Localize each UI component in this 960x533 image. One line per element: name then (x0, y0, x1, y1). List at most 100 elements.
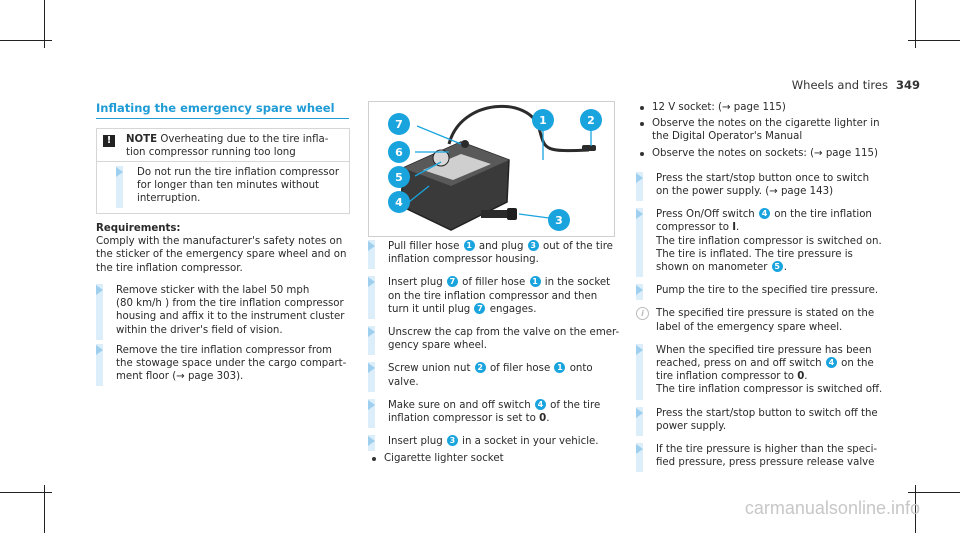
callout-ref: 3 (446, 435, 458, 447)
step-text-run: on the (837, 358, 874, 369)
step-text-run: Screw union nut (388, 363, 474, 375)
step-text: Press On/Off switch 4 on the tire inflat… (656, 208, 891, 274)
bullet-icon (640, 122, 644, 127)
callout-2 (580, 109, 602, 131)
section-title: Inflating the emergency spare wheel (96, 101, 335, 115)
step-text-run: onto (566, 363, 593, 375)
step-line: shown on manometer 5. (656, 261, 891, 274)
callout-ref: 7 (446, 276, 458, 288)
note-step-line: interruption. (137, 193, 201, 205)
step-line: When the specified tire pressure has bee… (656, 344, 891, 357)
switch-position: 0 (797, 371, 805, 383)
compressor-figure: 7 6 5 4 1 2 3 (368, 101, 615, 237)
crop-mark (915, 0, 916, 48)
step-line: Unscrew the cap from the valve on the em… (388, 326, 623, 339)
step-line: on the tire inflation compressor and the… (388, 290, 623, 303)
crop-mark (908, 492, 960, 493)
step-arrow-icon (636, 444, 643, 454)
step-line: Remove sticker with the label 50 mph (116, 285, 310, 296)
callout-ref: 1 (529, 276, 541, 288)
requirements-line: Comply with the manufacturer's safety no… (96, 236, 343, 248)
watermark: carmanualsonline.info (744, 498, 920, 518)
step-line: fied pressure, press pressure release va… (656, 456, 891, 469)
step-line: compressor to I. (656, 221, 891, 234)
bullet-line: Cigarette lighter socket (384, 453, 504, 465)
step-arrow-icon (368, 277, 375, 288)
step-bar (636, 171, 643, 202)
step-arrow-icon (368, 327, 375, 337)
callout-1 (532, 109, 554, 131)
plug (507, 208, 517, 220)
step-text: Insert plug 7 of filler hose 1 in the so… (388, 276, 623, 316)
step-line: valve. (388, 376, 623, 389)
step-text: Make sure on and off switch 4 of the tir… (388, 398, 623, 425)
step-text-run: and plug (475, 241, 527, 252)
callout-3 (548, 209, 570, 231)
step-text: Pump the tire to the specified tire pres… (656, 284, 891, 297)
union-nut (582, 145, 596, 151)
step-text-run: valve. (388, 376, 419, 388)
crop-mark (915, 485, 916, 533)
step-text: Press the start/stop button to switch of… (656, 407, 891, 433)
step-text-run: of filer hose (486, 363, 554, 375)
note-text: NOTE Overheating due to the tire infla- … (126, 133, 328, 159)
step-arrow-icon (368, 241, 375, 251)
step-arrow-icon (368, 436, 375, 447)
step-bar (368, 326, 375, 356)
crop-mark (44, 485, 45, 533)
callout-5 (388, 166, 410, 188)
callout-label: 6 (395, 146, 403, 159)
step-bar (368, 398, 375, 429)
step-bar (368, 362, 375, 392)
callout-ref: 4 (825, 357, 837, 368)
tire-inflation-compressor-illustration: 7 6 5 4 1 2 3 (388, 104, 602, 231)
step-bar (636, 406, 643, 436)
step-line: on the power supply. (→ page 143) (656, 185, 891, 198)
step-line: ment floor (→ page 303). (116, 371, 244, 383)
step-bar (96, 284, 103, 340)
socket (461, 140, 469, 148)
step-line: Pull filler hose 1 and plug 3 out of the… (388, 240, 623, 253)
step-line: (80 km/h ) from the tire inflation compr… (116, 298, 344, 310)
step-bar (116, 166, 123, 208)
manometer (432, 149, 450, 167)
callout-6 (388, 141, 410, 163)
step-text-run: inflation compressor housing. (388, 254, 539, 266)
step-text-run: . (783, 262, 787, 273)
step-line: Remove the tire inflation compressor fro… (116, 345, 332, 356)
step-bar (368, 276, 375, 319)
info-icon: i (636, 307, 649, 321)
crop-mark (0, 40, 52, 41)
step-arrow-icon (636, 209, 643, 220)
step-line: Press On/Off switch 4 on the tire inflat… (656, 208, 891, 221)
bullet-line: Observe the notes on sockets: (→ page 11… (652, 147, 878, 159)
callout-ref: 2 (474, 362, 486, 374)
step-text-run: shown on manometer (656, 262, 771, 273)
note-divider (96, 161, 349, 162)
step-text-run: The tire inflation compressor is switche… (656, 384, 883, 396)
step-text: If the tire pressure is higher than the … (656, 443, 891, 469)
callout-label: 5 (395, 171, 403, 184)
step-line: within the driver's field of vision. (116, 324, 283, 336)
bullet-line: the Digital Operator's Manual (652, 131, 803, 143)
bullet-text: Cigarette lighter socket (384, 452, 624, 465)
step-text-run: Press the start/stop button to switch of… (656, 407, 878, 419)
callout-label: 4 (395, 196, 403, 209)
step-text: Unscrew the cap from the valve on the em… (388, 326, 623, 352)
crop-mark (44, 0, 45, 48)
step-line: reached, press on and off switch 4 on th… (656, 357, 891, 370)
callout-label: 7 (395, 118, 403, 131)
step-arrow-icon (116, 167, 123, 177)
step-text-run: gency spare wheel. (388, 340, 487, 352)
step-line: housing and affix it to the instrument c… (116, 311, 345, 323)
step-line: Make sure on and off switch 4 of the tir… (388, 398, 623, 412)
title-rule (96, 118, 349, 119)
step-text-run: . (546, 413, 550, 424)
info-text: The specified tire pressure is stated on… (656, 307, 874, 333)
callout-ref: 1 (463, 240, 475, 251)
note-step-line: for longer than ten minutes without (137, 180, 320, 192)
compressor-panel (423, 154, 491, 180)
bullet-text: 12 V socket: (→ page 115) (652, 101, 892, 114)
page-number: 349 (895, 78, 920, 92)
